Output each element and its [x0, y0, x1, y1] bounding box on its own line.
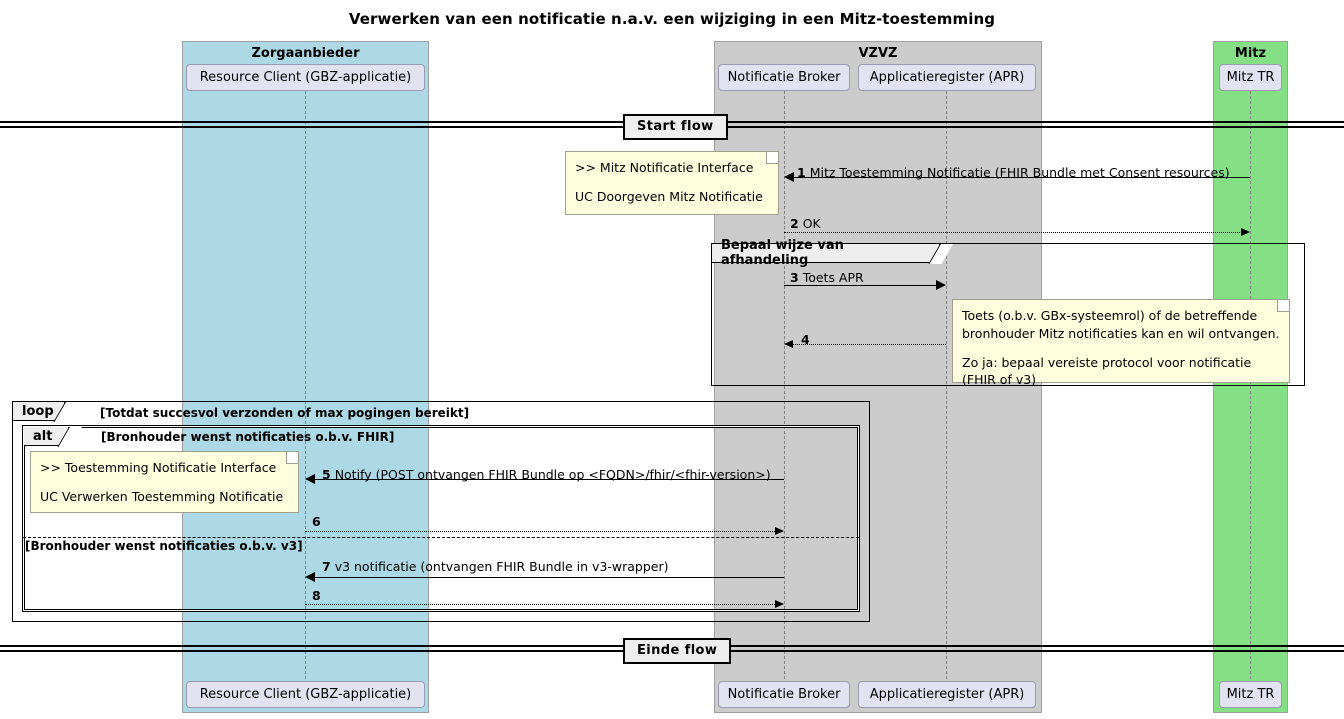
note-line-1: >> Mitz Notificatie Interface	[575, 160, 754, 175]
group-frame-bepaal-wijze: Bepaal wijze van afhandeling	[711, 238, 1305, 386]
group-title-vzvz: VZVZ	[858, 46, 898, 61]
note-fold-icon	[766, 152, 778, 164]
msg-1-arrowhead-icon	[784, 172, 794, 182]
loop-frame-tab-label: loop	[22, 403, 54, 419]
note-mitz-notificatie-interface: >> Mitz Notificatie Interface UC Doorgev…	[565, 151, 779, 215]
alt-frame-else-divider	[23, 537, 859, 538]
note-toets-apr: Toets (o.b.v. GBx-systeemrol) of de betr…	[952, 299, 1290, 387]
msg-4-label: 4	[801, 332, 810, 347]
alt-frame-condition: [Bronhouder wenst notificaties o.b.v. FH…	[101, 430, 395, 444]
msg-2-number: 2	[790, 216, 799, 231]
participant-foot-mitz-tr[interactable]: Mitz TR	[1219, 681, 1282, 708]
msg-7-arrowhead-icon	[305, 572, 315, 582]
msg-1-number: 1	[797, 165, 806, 180]
msg-5-line	[311, 479, 784, 480]
participant-head-mitz-tr[interactable]: Mitz TR	[1219, 64, 1282, 91]
msg-6-number: 6	[312, 514, 321, 529]
msg-1-label: 1 Mitz Toestemming Notificatie (FHIR Bun…	[797, 165, 1230, 180]
msg-2-label: 2 OK	[790, 216, 821, 231]
msg-6-label: 6	[312, 514, 321, 529]
note-line-2: UC Doorgeven Mitz Notificatie	[575, 188, 763, 204]
msg-2-line	[784, 232, 1242, 233]
msg-4-number: 4	[801, 332, 810, 347]
msg-2-text: OK	[802, 216, 821, 231]
alt-frame: alt	[22, 425, 860, 612]
msg-5-arrowhead-icon	[305, 474, 315, 484]
msg-3-text: Toets APR	[802, 270, 864, 285]
msg-2-arrowhead-icon	[1241, 228, 1250, 236]
msg-7-line	[311, 577, 784, 578]
msg-1-line	[790, 177, 1250, 178]
msg-8-line	[305, 604, 777, 605]
msg-3-arrowhead-icon	[936, 280, 946, 290]
alt-frame-else-condition: [Bronhouder wenst notificaties o.b.v. v3…	[25, 539, 303, 553]
msg-3-number: 3	[790, 270, 799, 285]
msg-7-number: 7	[322, 559, 331, 574]
msg-4-arrowhead-icon	[784, 340, 793, 348]
lifeline-resource-client	[305, 91, 306, 679]
participant-foot-resource-client[interactable]: Resource Client (GBZ-applicatie)	[186, 681, 425, 708]
msg-6-arrowhead-icon	[775, 527, 784, 535]
msg-5-text: Notify (POST ontvangen FHIR Bundle op <F…	[334, 467, 771, 482]
loop-frame: loop	[12, 401, 870, 622]
note-toets-line-2: Zo ja: bepaal vereiste protocol voor not…	[962, 354, 1252, 388]
note-toets-line-1: Toets (o.b.v. GBx-systeemrol) of de betr…	[962, 308, 1280, 341]
msg-3-label: 3 Toets APR	[790, 270, 864, 285]
msg-5-number: 5	[322, 467, 331, 482]
msg-7-label: 7 v3 notificatie (ontvangen FHIR Bundle …	[322, 559, 669, 574]
msg-5-label: 5 Notify (POST ontvangen FHIR Bundle op …	[322, 467, 771, 482]
msg-8-label: 8	[312, 588, 321, 603]
group-frame-label: Bepaal wijze van afhandeling	[721, 238, 844, 268]
msg-7-text: v3 notificatie (ontvangen FHIR Bundle in…	[334, 559, 669, 574]
divider-start-flow: Start flow	[623, 114, 728, 140]
loop-frame-condition: [Totdat succesvol verzonden of max pogin…	[100, 406, 470, 420]
note-toestemming-line-2: UC Verwerken Toestemming Notificatie	[40, 488, 284, 504]
msg-8-arrowhead-icon	[775, 600, 784, 608]
participant-foot-applicatieregister[interactable]: Applicatieregister (APR)	[858, 681, 1036, 708]
note-fold-icon	[286, 452, 298, 464]
note-toestemming-notificatie-interface: >> Toestemming Notificatie Interface UC …	[30, 451, 299, 513]
alt-frame-tab-label: alt	[33, 428, 53, 444]
note-fold-icon	[1277, 300, 1289, 312]
alt-frame-tab: alt	[24, 427, 69, 446]
group-frame-tab: Bepaal wijze van afhandeling	[712, 238, 940, 268]
participant-head-resource-client[interactable]: Resource Client (GBZ-applicatie)	[186, 64, 425, 91]
group-title-mitz: Mitz	[1234, 46, 1267, 61]
page-title: Verwerken van een notificatie n.a.v. een…	[348, 10, 996, 28]
divider-einde-flow: Einde flow	[623, 638, 732, 664]
note-toestemming-line-1: >> Toestemming Notificatie Interface	[40, 460, 277, 475]
participant-head-applicatieregister[interactable]: Applicatieregister (APR)	[858, 64, 1036, 91]
msg-3-line	[784, 285, 936, 286]
group-title-zorgaanbieder: Zorgaanbieder	[251, 46, 360, 61]
participant-foot-notificatie-broker[interactable]: Notificatie Broker	[718, 681, 850, 708]
msg-6-line	[305, 531, 777, 532]
participant-head-notificatie-broker[interactable]: Notificatie Broker	[718, 64, 850, 91]
msg-1-text: Mitz Toestemming Notificatie (FHIR Bundl…	[809, 165, 1230, 180]
msg-4-line	[790, 344, 946, 345]
msg-8-number: 8	[312, 588, 321, 603]
